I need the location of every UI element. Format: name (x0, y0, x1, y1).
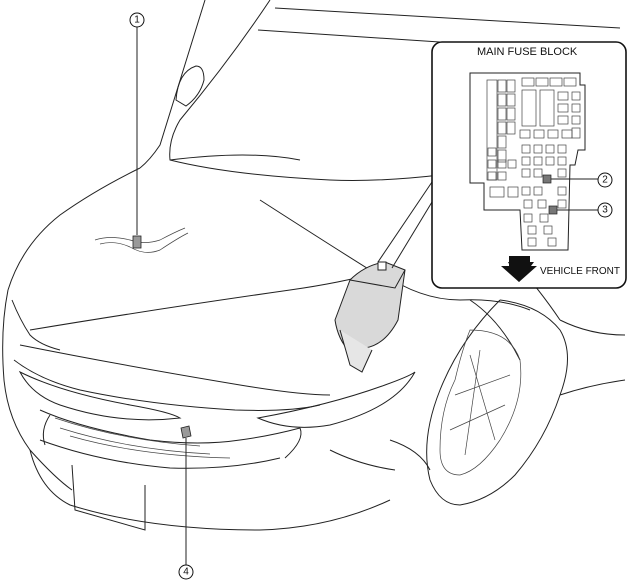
callout-4-number: 4 (183, 567, 189, 578)
inset-leader-line-bottom (391, 201, 433, 269)
vehicle-front-arrow (501, 256, 537, 282)
callout-2-number: 2 (602, 175, 608, 186)
direction-label: VEHICLE FRONT (540, 266, 620, 277)
callout-4: 4 (178, 425, 194, 580)
circled-number-icon (178, 564, 194, 580)
callout-3: 3 (597, 202, 613, 218)
inset-leader-line-top (377, 181, 433, 263)
inset-title: MAIN FUSE BLOCK (477, 46, 578, 58)
fuse-box-on-vehicle (334, 261, 406, 373)
circled-number-icon (597, 202, 613, 218)
fuse-2-highlight (542, 174, 552, 184)
callout-1: 1 (129, 12, 145, 249)
circled-number-icon (129, 12, 145, 28)
callout-3-number: 3 (602, 205, 608, 216)
callout-2: 2 (597, 172, 613, 188)
fuse-block-inset: MAIN FUSE BLOCK (431, 41, 627, 289)
car-body (2, 0, 626, 531)
fuse-3-highlight (548, 205, 558, 215)
callout-1-number: 1 (134, 15, 140, 26)
circled-number-icon (597, 172, 613, 188)
